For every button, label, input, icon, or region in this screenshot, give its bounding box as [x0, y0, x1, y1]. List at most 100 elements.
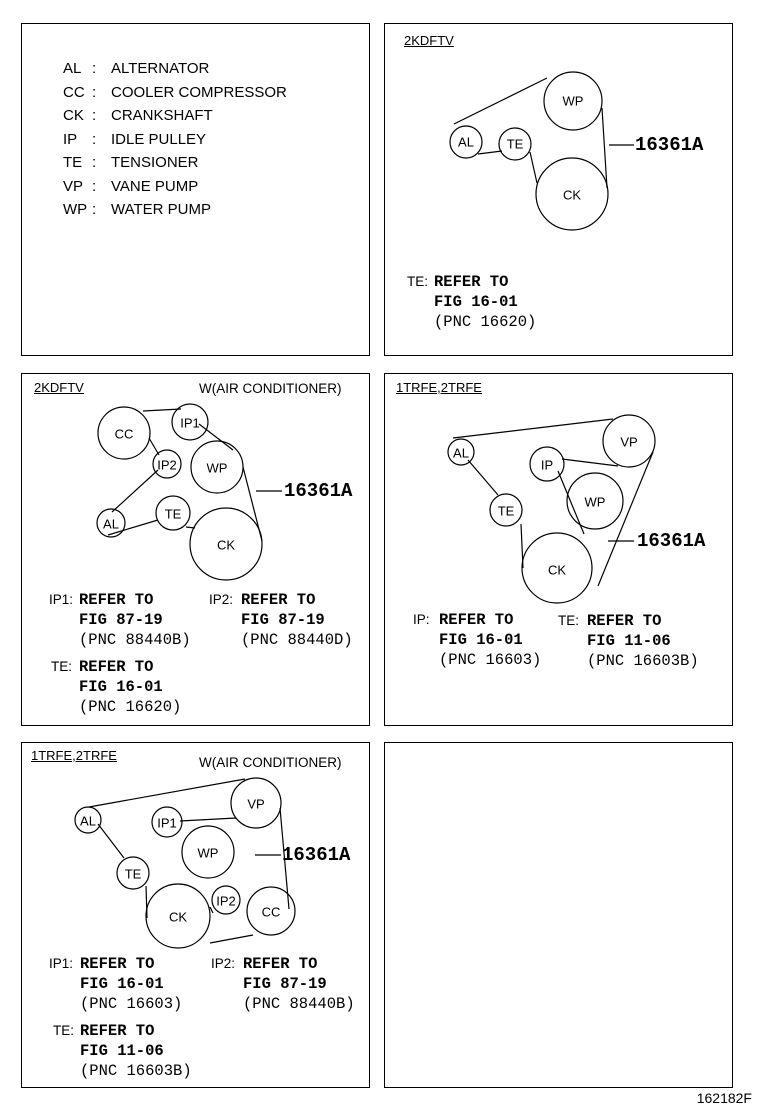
- ref-line: REFER TO: [587, 612, 662, 630]
- legend-colon: :: [92, 201, 97, 218]
- ref-line: REFER TO: [80, 1022, 155, 1040]
- ref-line: REFER TO: [79, 591, 154, 609]
- ref-label: IP:: [413, 612, 430, 627]
- ref-block: REFER TO FIG 16-01 (PNC 16603): [439, 610, 541, 670]
- ref-label: TE:: [407, 274, 429, 289]
- ref-line: REFER TO: [243, 955, 318, 973]
- diagram-1trfe: [447, 414, 656, 604]
- pulley-label-vp: VP: [620, 435, 637, 450]
- ref-line: FIG 87-19: [243, 975, 327, 993]
- ref-line: (PNC 88440B): [243, 995, 355, 1013]
- ref-line: FIG 16-01: [79, 678, 163, 696]
- pulley-ck: [535, 157, 609, 231]
- pulley-ck: [521, 532, 593, 604]
- ref-block: REFER TO FIG 16-01 (PNC 16620): [79, 657, 181, 717]
- legend-meaning: VANE PUMP: [111, 177, 199, 195]
- pulley-wp: [543, 71, 603, 131]
- ref-line: (PNC 16620): [79, 698, 182, 716]
- ref-line: FIG 87-19: [241, 611, 325, 629]
- ref-line: FIG 16-01: [80, 975, 164, 993]
- ref-line: (PNC 16603): [439, 651, 542, 669]
- engine-tag: 2KDFTV: [34, 380, 84, 395]
- legend-panel: [21, 23, 370, 356]
- legend-code: WP: [63, 201, 88, 218]
- engine-tag: 2KDFTV: [404, 33, 454, 48]
- ref-line: (PNC 16603): [80, 995, 183, 1013]
- engine-tag: 1TRFE,2TRFE: [396, 380, 482, 395]
- pulley-label-ip1: IP1: [157, 816, 177, 831]
- pulley-label-wp: WP: [563, 94, 584, 109]
- panel-1trfe-ac: [21, 742, 370, 1088]
- ref-label: IP2:: [209, 592, 234, 607]
- pulley-ip1: [151, 806, 183, 838]
- pulley-label-ck: CK: [548, 563, 566, 578]
- ref-block: REFER TO FIG 87-19 (PNC 88440B): [243, 954, 355, 1014]
- ref-line: (PNC 16603B): [80, 1062, 192, 1080]
- pulley-al: [449, 125, 483, 159]
- pulley-label-te: TE: [507, 137, 524, 152]
- panel-empty: [384, 742, 733, 1088]
- legend-code: VP: [63, 177, 84, 195]
- pulley-label-cc: CC: [115, 427, 134, 442]
- pulley-label-ck: CK: [563, 188, 581, 203]
- pulley-label-al: AL: [453, 446, 469, 461]
- pulley-cc: [246, 886, 296, 936]
- legend-meaning: COOLER COMPRESSOR: [111, 83, 287, 101]
- ref-line: REFER TO: [439, 611, 514, 629]
- panel-2kdftv: [384, 23, 733, 356]
- pulley-te: [489, 493, 523, 527]
- legend-meaning: CRANKSHAFT: [111, 107, 213, 124]
- pulley-label-al: AL: [103, 517, 119, 532]
- diagram-2kdftv-ac: [96, 403, 282, 581]
- diagram-1trfe-ac: [74, 777, 296, 949]
- pulley-ip1: [171, 403, 209, 441]
- pulley-label-ip2: IP2: [157, 458, 177, 473]
- pulley-ip2: [211, 885, 241, 915]
- pulley-cc: [97, 406, 151, 460]
- ref-label: IP1:: [49, 956, 74, 971]
- ref-line: REFER TO: [79, 658, 154, 676]
- ref-label: TE:: [51, 659, 73, 674]
- pulley-wp: [181, 825, 235, 879]
- ref-line: FIG 16-01: [439, 631, 523, 649]
- pulley-ck: [189, 507, 263, 581]
- ref-block: REFER TO FIG 16-01 (PNC 16620): [434, 272, 536, 332]
- legend-code: TE: [63, 154, 83, 171]
- legend-colon: :: [92, 154, 97, 171]
- legend-meaning: WATER PUMP: [111, 201, 211, 218]
- pulley-ip: [529, 446, 565, 482]
- panel-1trfe: [384, 373, 733, 726]
- legend-colon: :: [92, 60, 97, 77]
- pulley-al: [74, 806, 102, 834]
- variant-label: W(AIR CONDITIONER): [199, 381, 342, 396]
- pulley-label-ck: CK: [169, 910, 187, 925]
- pulley-ip2: [152, 449, 182, 479]
- ref-line: (PNC 16603B): [587, 652, 699, 670]
- pulley-label-vp: VP: [247, 797, 264, 812]
- ref-line: REFER TO: [241, 591, 316, 609]
- ref-label: TE:: [53, 1023, 75, 1038]
- ref-label: TE:: [558, 613, 580, 628]
- pulley-wp: [190, 440, 244, 494]
- pulley-label-al: AL: [80, 814, 96, 829]
- pulley-vp: [230, 777, 282, 829]
- ref-label: IP2:: [211, 956, 236, 971]
- pulley-ck: [145, 883, 211, 949]
- part-number: 16361A: [635, 134, 704, 156]
- pulley-al: [447, 438, 475, 466]
- ref-line: FIG 87-19: [79, 611, 163, 629]
- part-number: 16361A: [284, 480, 353, 502]
- pulley-vp: [602, 414, 656, 468]
- part-number: 16361A: [282, 844, 351, 866]
- legend-code: IP: [63, 130, 78, 148]
- ref-line: (PNC 16620): [434, 313, 537, 331]
- pulley-label-wp: WP: [585, 495, 606, 510]
- pulley-label-al: AL: [458, 135, 474, 150]
- legend-meaning: IDLE PULLEY: [111, 130, 207, 148]
- ref-block: REFER TO FIG 16-01 (PNC 16603): [80, 954, 182, 1014]
- pulley-label-ip2: IP2: [216, 894, 236, 909]
- part-number: 16361A: [637, 530, 706, 552]
- pulley-label-te: TE: [498, 504, 515, 519]
- ref-line: FIG 11-06: [80, 1042, 164, 1060]
